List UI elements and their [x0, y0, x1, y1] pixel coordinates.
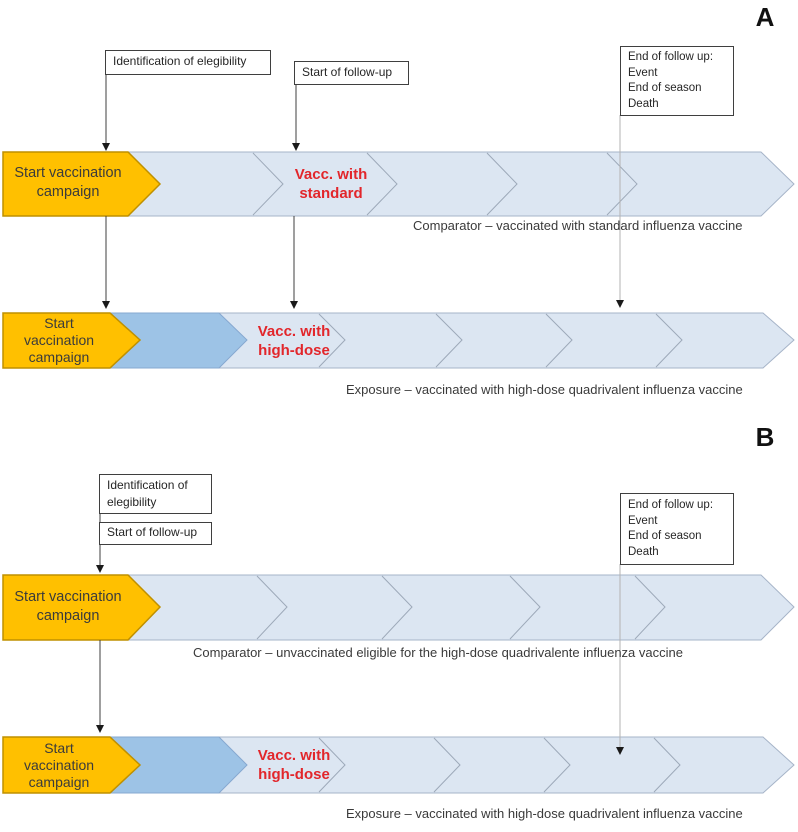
exposure-caption-b: Exposure – vaccinated with high-dose qua…: [346, 806, 743, 821]
segment-divider: [634, 575, 666, 640]
arrowhead-down-icon: [102, 143, 110, 151]
segment-divider: [252, 152, 284, 216]
campaign-pentagon: [2, 736, 142, 794]
arrowhead-down-icon: [616, 747, 624, 755]
start-followup-box-a: Start of follow-up: [294, 61, 409, 85]
comparator-caption-b: Comparator – unvaccinated eligible for t…: [193, 645, 683, 660]
comparator-timeline-arrow-a: [79, 151, 795, 217]
segment-divider: [433, 737, 461, 793]
segment-divider: [606, 152, 638, 216]
segment-divider: [653, 737, 681, 793]
vaccination-event-label: Vacc. with high-dose: [257, 747, 331, 783]
campaign-pentagon: [2, 312, 142, 369]
start-campaign-label: Start vaccination campaign: [23, 740, 95, 790]
segment-divider: [366, 152, 398, 216]
start-followup-box-b: Start of follow-up: [99, 522, 212, 545]
arrowhead-down-icon: [96, 565, 104, 573]
segment-divider: [256, 575, 288, 640]
vaccination-event-label: Vacc. with standard: [294, 166, 368, 202]
identification-box-b: Identification of elegibility: [99, 474, 212, 514]
segment-divider: [318, 313, 346, 368]
arrowhead-down-icon: [616, 300, 624, 308]
end-followup-box-a: End of follow up: Event End of season De…: [620, 46, 734, 116]
panel-b-label: B: [755, 422, 775, 452]
segment-divider: [435, 313, 463, 368]
arrowhead-down-icon: [102, 301, 110, 309]
panel-a-label: A: [755, 2, 775, 32]
campaign-pentagon: [2, 151, 162, 217]
start-campaign-label: Start vaccination campaign: [23, 315, 95, 365]
segment-divider: [655, 313, 683, 368]
start-campaign-label: Start vaccination campaign: [14, 589, 122, 624]
comparator-caption-a: Comparator – vaccinated with standard in…: [413, 218, 743, 233]
segment-divider: [486, 152, 518, 216]
campaign-pentagon: [2, 574, 162, 641]
arrowhead-down-icon: [290, 301, 298, 309]
start-campaign-label: Start vaccination campaign: [14, 165, 122, 200]
segment-divider: [318, 737, 346, 793]
segment-divider: [543, 737, 571, 793]
arrowhead-down-icon: [96, 725, 104, 733]
vaccination-event-label: Vacc. with high-dose: [257, 323, 331, 359]
segment-divider: [545, 313, 573, 368]
segment-divider: [381, 575, 413, 640]
arrowhead-down-icon: [292, 143, 300, 151]
end-followup-box-b: End of follow up: Event End of season De…: [620, 493, 734, 565]
exposure-caption-a: Exposure – vaccinated with high-dose qua…: [346, 382, 743, 397]
comparator-timeline-arrow-b: [79, 574, 795, 641]
identification-box-a: Identification of elegibility: [105, 50, 271, 75]
segment-divider: [509, 575, 541, 640]
